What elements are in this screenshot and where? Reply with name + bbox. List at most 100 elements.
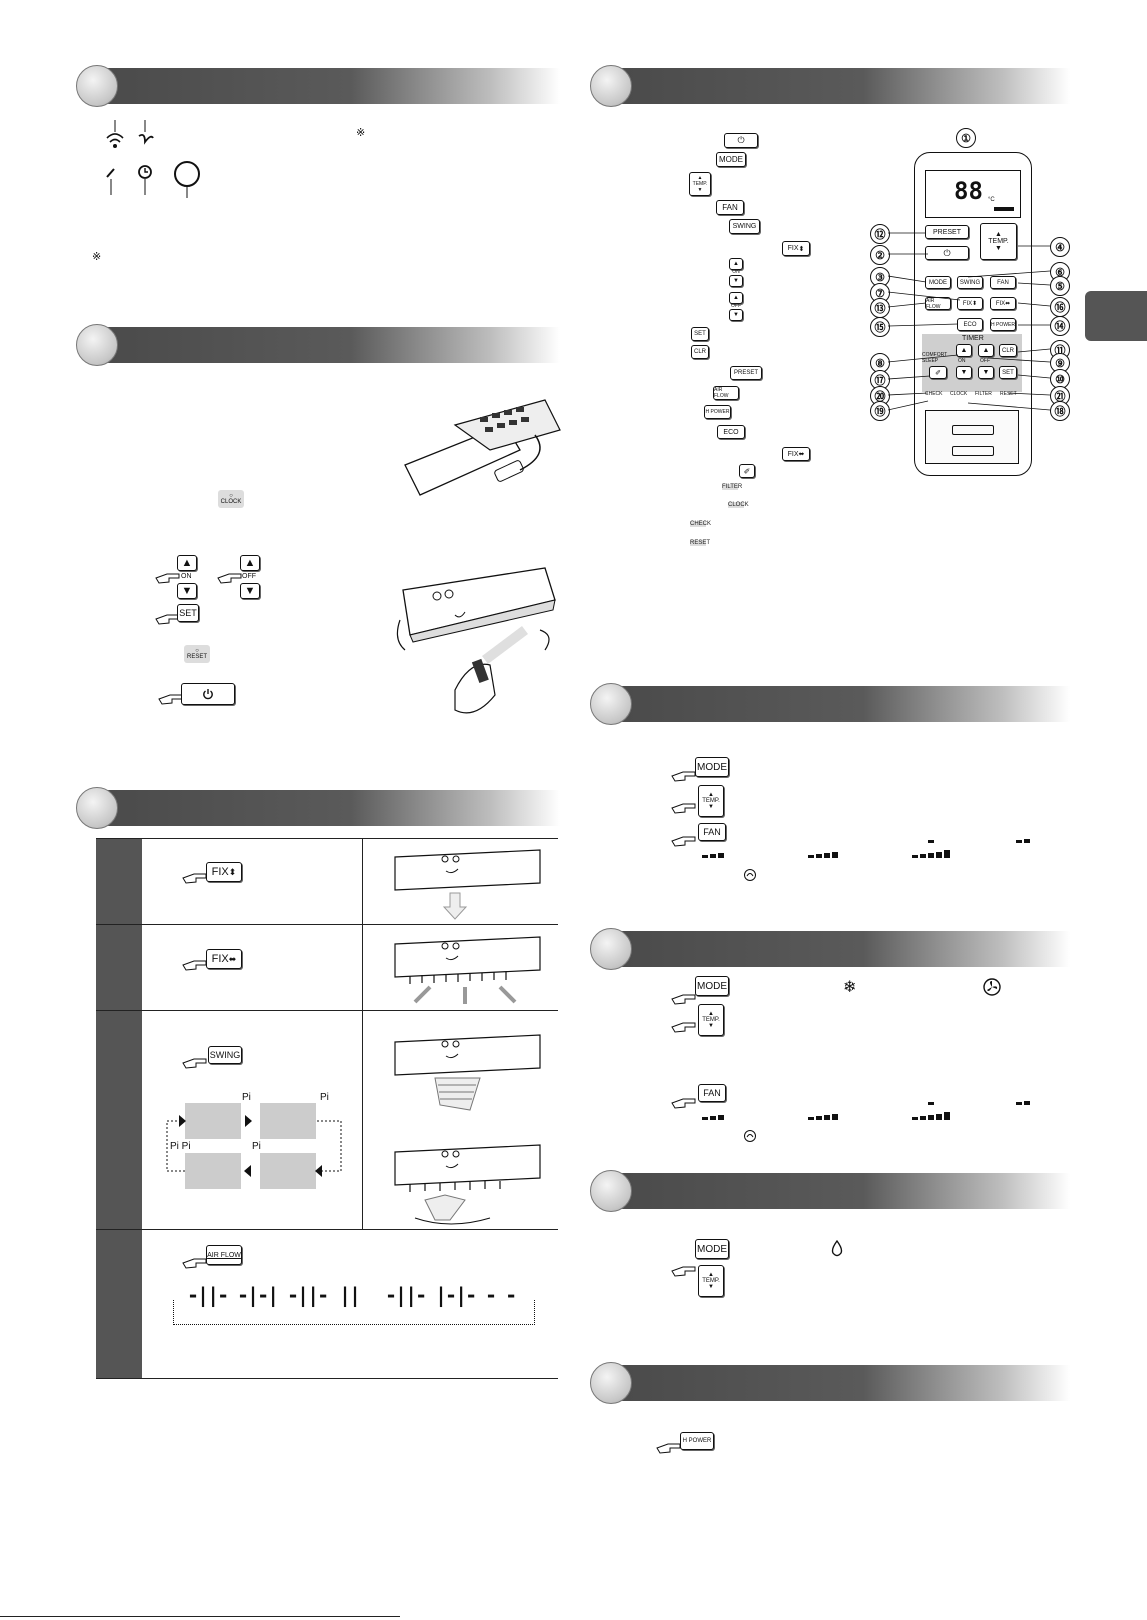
remote-mode-button[interactable]: MODE	[925, 276, 951, 289]
airflow-pattern: -||-	[385, 1283, 427, 1307]
hpower-button[interactable]: H POWER	[680, 1432, 714, 1450]
reset-button-small[interactable]: ○RESET	[184, 645, 210, 663]
callout-number: ⑭	[1050, 316, 1070, 336]
section-number-circle	[590, 683, 632, 725]
quiet-fan-icon	[744, 869, 756, 881]
airflow-button[interactable]: AIR FLOW	[206, 1245, 242, 1265]
fix-horizontal-button[interactable]: FIX⬌	[206, 949, 242, 969]
fix-vertical-button[interactable]: FIX⬍	[206, 862, 242, 882]
list-eco-button[interactable]: ECO	[717, 425, 745, 439]
swing-button[interactable]: SWING	[208, 1046, 242, 1064]
remote-fix-horizontal-button[interactable]: FIX⬌	[990, 297, 1016, 310]
mode-button[interactable]: MODE	[695, 1239, 729, 1259]
fan-button[interactable]: FAN	[698, 1084, 726, 1102]
callout-number: ⑬	[870, 298, 890, 318]
remote-fix-vertical-button[interactable]: FIX⬍	[957, 297, 983, 310]
temp-button[interactable]: ▲TEMP.▼	[698, 785, 724, 817]
timer-off-down-button[interactable]: ▼	[240, 583, 260, 599]
remote-eco-button[interactable]: ECO	[957, 318, 983, 331]
callout-number: ④	[1050, 237, 1070, 257]
callout-number: ②	[870, 245, 890, 265]
list-on-label: ON	[732, 269, 740, 275]
left-right-arrow-icon: ⬌	[228, 953, 237, 964]
swing-mode-box	[185, 1103, 241, 1139]
unit-swing-vertical-illustration	[394, 1034, 541, 1111]
list-preset-button[interactable]: PRESET	[730, 366, 762, 380]
remote-clr-button[interactable]: CLR	[999, 344, 1017, 357]
swing-mode-box	[260, 1153, 316, 1189]
section-number-circle	[590, 1362, 632, 1404]
section-header-bar-clock	[95, 327, 560, 363]
list-temp-button[interactable]: ▲TEMP.▼	[689, 172, 711, 196]
timer-off-up-button[interactable]: ▲	[240, 555, 260, 571]
temp-button[interactable]: ▲TEMP.▼	[698, 1004, 724, 1036]
list-fan-button[interactable]: FAN	[716, 200, 744, 215]
list-check-button[interactable]: CHECK	[690, 521, 712, 527]
section-number-circle	[76, 65, 118, 107]
table-top-rule	[96, 838, 558, 839]
power-icon	[203, 689, 213, 700]
list-on-up-button[interactable]: ▲	[729, 258, 743, 270]
note-mark: ※	[356, 127, 366, 139]
remote-preset-button[interactable]: PRESET	[925, 225, 969, 239]
remote-temp-button[interactable]: ▲TEMP.▼	[980, 223, 1017, 260]
section-header-bar-remote-names	[610, 68, 1070, 104]
list-fix-horizontal-button[interactable]: FIX⬌	[782, 447, 810, 461]
list-comfort-sleep-button[interactable]: ✐	[739, 464, 755, 478]
fan-speed-bars-icon	[702, 1101, 1030, 1120]
fan-button[interactable]: FAN	[698, 823, 726, 841]
remote-power-button[interactable]: ⏻	[925, 246, 969, 260]
temp-button[interactable]: ▲TEMP.▼	[698, 1265, 724, 1297]
list-airflow-button[interactable]: AIR FLOW	[713, 386, 739, 400]
pointing-hand-icon	[182, 1258, 207, 1269]
remote-fan-button[interactable]: FAN	[990, 276, 1016, 289]
beep-label: Pi Pi	[170, 1141, 191, 1152]
list-power-button[interactable]: ⏻	[724, 133, 758, 148]
list-fix-vertical-button[interactable]: FIX⬍	[782, 241, 810, 256]
airflow-pattern: ||	[339, 1283, 361, 1307]
list-filter-button[interactable]: FILTER	[722, 484, 743, 490]
list-on-down-button[interactable]: ▼	[729, 275, 743, 287]
list-reset-button[interactable]: RESET	[690, 540, 711, 546]
beep-label: Pi	[320, 1092, 329, 1103]
list-mode-button[interactable]: MODE	[716, 152, 746, 167]
callout-leader-lines	[888, 232, 1051, 411]
power-button[interactable]	[181, 683, 235, 705]
remote-set-button[interactable]: SET	[999, 366, 1017, 379]
timer-on-up-button[interactable]: ▲	[177, 555, 197, 571]
timer-on-down-button[interactable]: ▼	[177, 583, 197, 599]
list-swing-button[interactable]: SWING	[729, 219, 760, 234]
remote-off-down-button[interactable]: ▼	[978, 366, 994, 379]
remote-hpower-button[interactable]: H POWER	[990, 318, 1016, 331]
list-off-down-button[interactable]: ▼	[729, 309, 743, 321]
remote-clock-label: CLOCK	[950, 391, 968, 397]
lcd-fan-bars	[994, 207, 1014, 211]
quiet-fan-icon	[744, 1130, 756, 1142]
remote-on-label: ON	[958, 358, 966, 364]
remote-off-up-button[interactable]: ▲	[978, 344, 994, 357]
list-hpower-button[interactable]: H POWER	[704, 405, 731, 419]
remote-battery-illustration	[404, 399, 561, 496]
callout-number: ⑤	[1050, 276, 1070, 296]
remote-on-up-button[interactable]: ▲	[956, 344, 972, 357]
remote-lcd-display: 88 °C	[925, 170, 1021, 218]
remote-comfort-sleep-button[interactable]: ✐	[929, 366, 947, 379]
table-bottom-rule	[96, 1378, 558, 1379]
wifi-icon	[106, 120, 124, 148]
swing-mode-box	[260, 1103, 316, 1139]
set-button[interactable]: SET	[177, 604, 199, 622]
remote-off-label: OFF	[980, 358, 990, 364]
lcd-unit: °C	[988, 197, 995, 203]
remote-swing-button[interactable]: SWING	[957, 276, 983, 289]
airflow-cycle-dotted-frame	[173, 1300, 535, 1325]
remote-on-down-button[interactable]: ▼	[956, 366, 972, 379]
list-set-button[interactable]: SET	[691, 327, 709, 341]
list-clock-button[interactable]: CLOCK	[728, 502, 749, 508]
chapter-side-tab	[1085, 291, 1147, 341]
list-off-up-button[interactable]: ▲	[729, 292, 743, 304]
mode-button[interactable]: MODE	[695, 976, 729, 996]
clock-button-small[interactable]: ○CLOCK	[218, 490, 244, 508]
pointing-hand-icon	[217, 573, 242, 584]
mode-button[interactable]: MODE	[695, 757, 729, 777]
list-clr-button[interactable]: CLR	[691, 345, 709, 359]
